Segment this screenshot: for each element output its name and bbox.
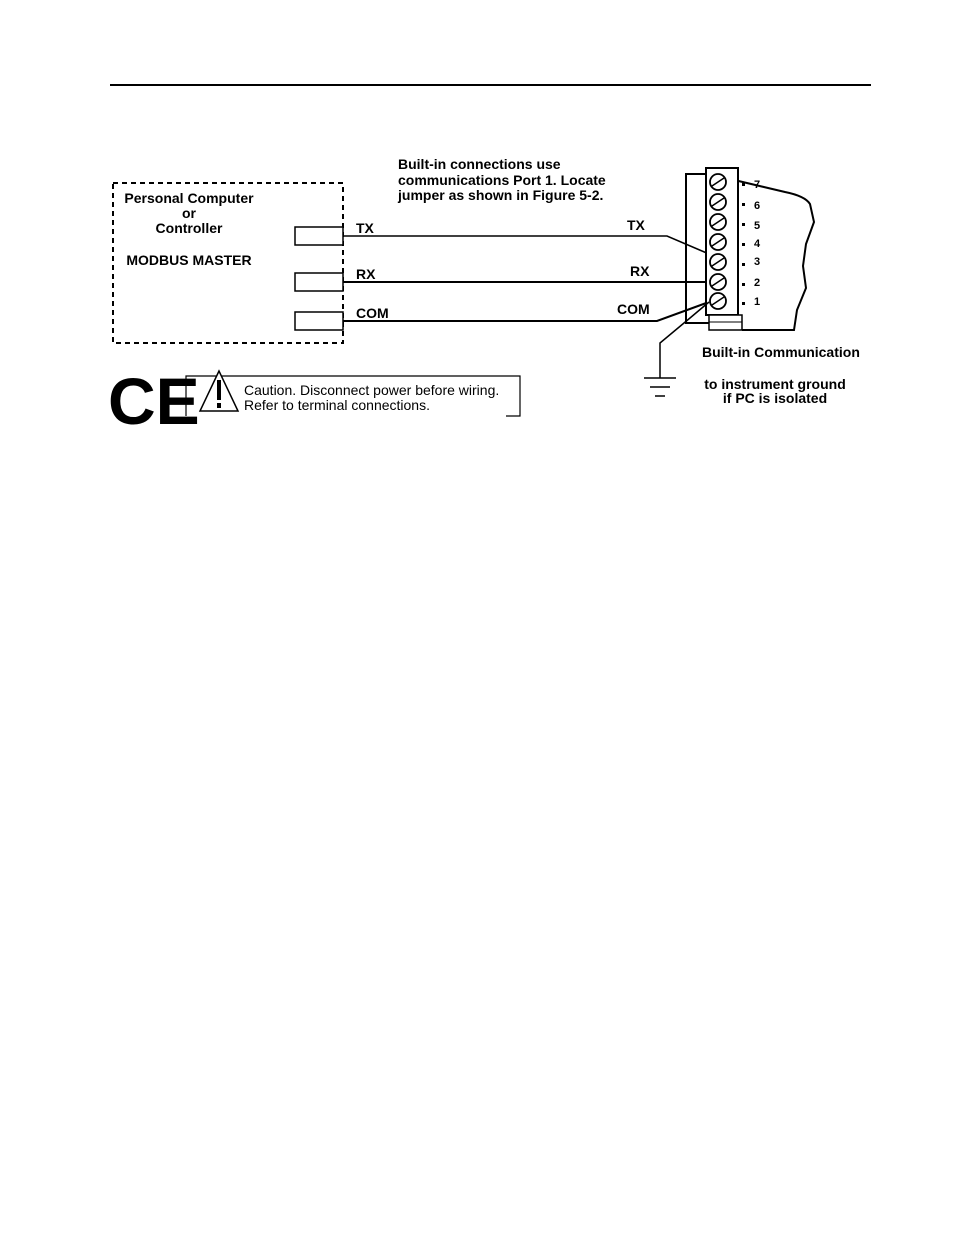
terminal-ticks xyxy=(742,183,745,305)
terminal-screw-7 xyxy=(709,173,727,191)
instrument-outline xyxy=(685,173,816,331)
tx-connector xyxy=(294,226,344,246)
ground-line2: if PC is isolated xyxy=(723,390,827,406)
terminal-number-5: 5 xyxy=(754,220,760,232)
ground-line1: to instrument ground xyxy=(704,376,846,392)
terminal-screw-1 xyxy=(709,292,727,310)
rx-label-left: RX xyxy=(356,266,376,282)
rx-label-right: RX xyxy=(630,263,650,279)
terminal-screw-2 xyxy=(709,273,727,291)
master-box xyxy=(112,182,344,344)
master-role: MODBUS MASTER xyxy=(126,252,251,268)
rx-connector xyxy=(294,272,344,292)
com-connector xyxy=(294,311,344,331)
note-line3: jumper as shown in Figure 5-2. xyxy=(397,187,603,203)
caution-line1: Caution. Disconnect power before wiring. xyxy=(244,382,499,398)
tx-wire xyxy=(343,235,710,255)
terminal-number-3: 3 xyxy=(754,256,760,268)
com-label-right: COM xyxy=(617,301,650,317)
caution-box xyxy=(185,375,521,417)
master-line3: Controller xyxy=(156,220,223,236)
terminal-screw-6 xyxy=(709,193,727,211)
terminal-screw-5 xyxy=(709,213,727,231)
terminal-number-4: 4 xyxy=(754,238,761,250)
terminal-number-7: 7 xyxy=(754,179,760,191)
ce-mark: CE xyxy=(108,364,200,438)
master-line1: Personal Computer xyxy=(124,190,254,206)
tx-label-left: TX xyxy=(356,220,375,236)
terminal-screw-3 xyxy=(709,253,727,271)
note-line2: communications Port 1. Locate xyxy=(398,172,606,188)
terminal-number-1: 1 xyxy=(754,296,760,308)
terminal-number-6: 6 xyxy=(754,200,760,212)
terminal-label: Built-in Communication xyxy=(702,344,860,360)
ground-wire xyxy=(659,301,710,378)
com-wire xyxy=(343,301,710,322)
warning-triangle-icon xyxy=(198,369,240,412)
ground-symbol xyxy=(644,377,676,397)
caution-line2: Refer to terminal connections. xyxy=(244,397,430,413)
note-line1: Built-in connections use xyxy=(398,156,561,172)
master-line2: or xyxy=(182,205,197,221)
com-label-left: COM xyxy=(356,305,389,321)
terminal-screw-4 xyxy=(709,233,727,251)
terminal-number-2: 2 xyxy=(754,277,760,289)
tx-label-right: TX xyxy=(627,217,646,233)
